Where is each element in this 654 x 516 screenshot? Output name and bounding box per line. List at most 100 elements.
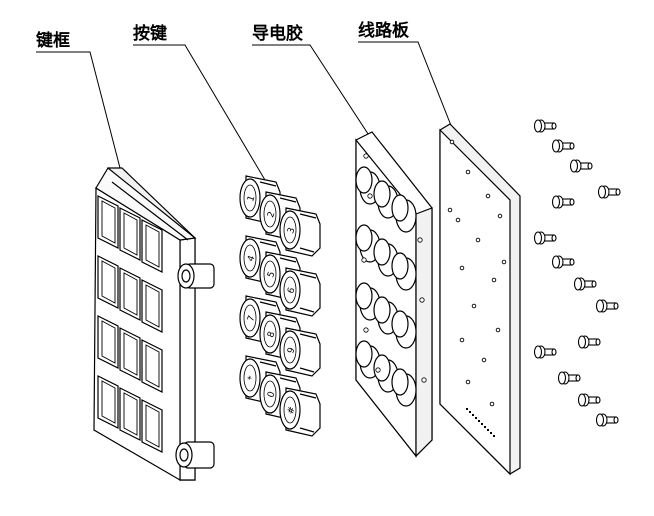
key-cap-icon: 6 [279,267,321,317]
svg-text:4: 4 [246,254,257,263]
board-hole [501,259,507,265]
svg-text:2: 2 [266,210,277,219]
rubber-dome [373,354,399,393]
frame-window [97,255,119,309]
screw-icon [557,371,581,385]
leader-keys [133,44,266,181]
screw-icon [577,335,601,349]
frame-window [119,207,141,261]
board-hole [455,217,461,223]
rubber-dome [391,194,417,233]
board-hole [465,379,471,385]
frame-window [119,387,141,441]
rubber-hole [361,257,367,263]
board-hole [471,303,477,309]
board-pad [481,423,483,425]
rubber-dome [373,180,399,219]
rubber-hole [363,153,369,159]
rubber-dome [391,310,417,349]
screws-part [533,119,621,427]
board-pad [472,414,474,416]
frame-window [141,399,163,453]
board-hole [459,265,465,271]
key-frame-window-grid [97,195,163,453]
svg-text:5: 5 [266,270,277,279]
rubber-dome [391,252,417,291]
key-cap-icon: 9 [279,327,321,377]
svg-text:#: # [286,405,298,416]
screw-icon [551,195,575,209]
screw-icon [569,159,593,173]
board-hole [447,207,453,213]
frame-window [141,279,163,333]
board-pad [475,417,477,419]
board-pad [484,426,486,428]
screw-icon [573,277,597,291]
board-hole [491,277,497,283]
board-hole [481,357,487,363]
circuit-board-part [439,123,521,476]
key-cap-icon: # [279,387,321,437]
rubber-hole [375,367,381,373]
svg-text:8: 8 [266,330,277,339]
board-hole [495,327,501,333]
svg-text:1: 1 [246,194,257,203]
label-keyframe: 键框 [36,31,70,51]
frame-window [141,339,163,393]
svg-text:3: 3 [286,226,297,235]
board-hole [489,401,495,407]
label-keys: 按键 [133,24,167,44]
svg-text:9: 9 [286,346,297,355]
rubber-hole [417,237,423,243]
rubber-hole [419,297,425,303]
frame-window [97,375,119,429]
screw-icon [533,345,557,359]
board-hole [449,139,455,145]
board-pad [469,411,471,413]
screw-icon [551,139,575,153]
leader-keyframe [36,51,121,169]
frame-window [119,327,141,381]
screw-icon [595,299,619,313]
label-circuit-board: 线路板 [358,21,409,41]
rubber-hole [421,377,427,383]
frame-window [97,315,119,369]
leader-lines [36,41,453,181]
conductive-rubber-part [355,131,433,458]
leader-conductive-rubber [252,44,373,141]
board-hole [497,213,503,219]
svg-text:*: * [246,374,257,382]
key-frame-part [93,167,215,482]
rubber-hole [367,193,373,199]
screw-icon [577,393,601,407]
svg-text:6: 6 [286,286,297,295]
keys-part: 123 456 789 * 0 # [239,175,321,437]
label-conductive-rubber: 导电胶 [252,24,303,44]
frame-window [97,195,119,249]
board-pad [490,432,492,434]
screw-icon [595,413,619,427]
frame-window [141,219,163,273]
board-pad [478,420,480,422]
screw-icon [551,255,575,269]
frame-boss-bottom [175,441,215,469]
key-cap-icon: 3 [279,207,321,257]
board-pad [466,408,468,410]
board-pad [493,435,495,437]
board-hole [465,169,471,175]
leader-circuit-board [358,41,453,129]
rubber-hole [363,327,369,333]
rubber-dome [391,368,417,407]
svg-text:7: 7 [246,314,257,323]
screw-icon [533,231,557,245]
frame-window [119,267,141,321]
screw-icon [533,119,557,133]
frame-boss-top [177,263,215,289]
svg-text:0: 0 [266,390,277,399]
board-hole [459,337,465,343]
board-pad [487,429,489,431]
board-hole [475,237,481,243]
board-hole [485,193,491,199]
